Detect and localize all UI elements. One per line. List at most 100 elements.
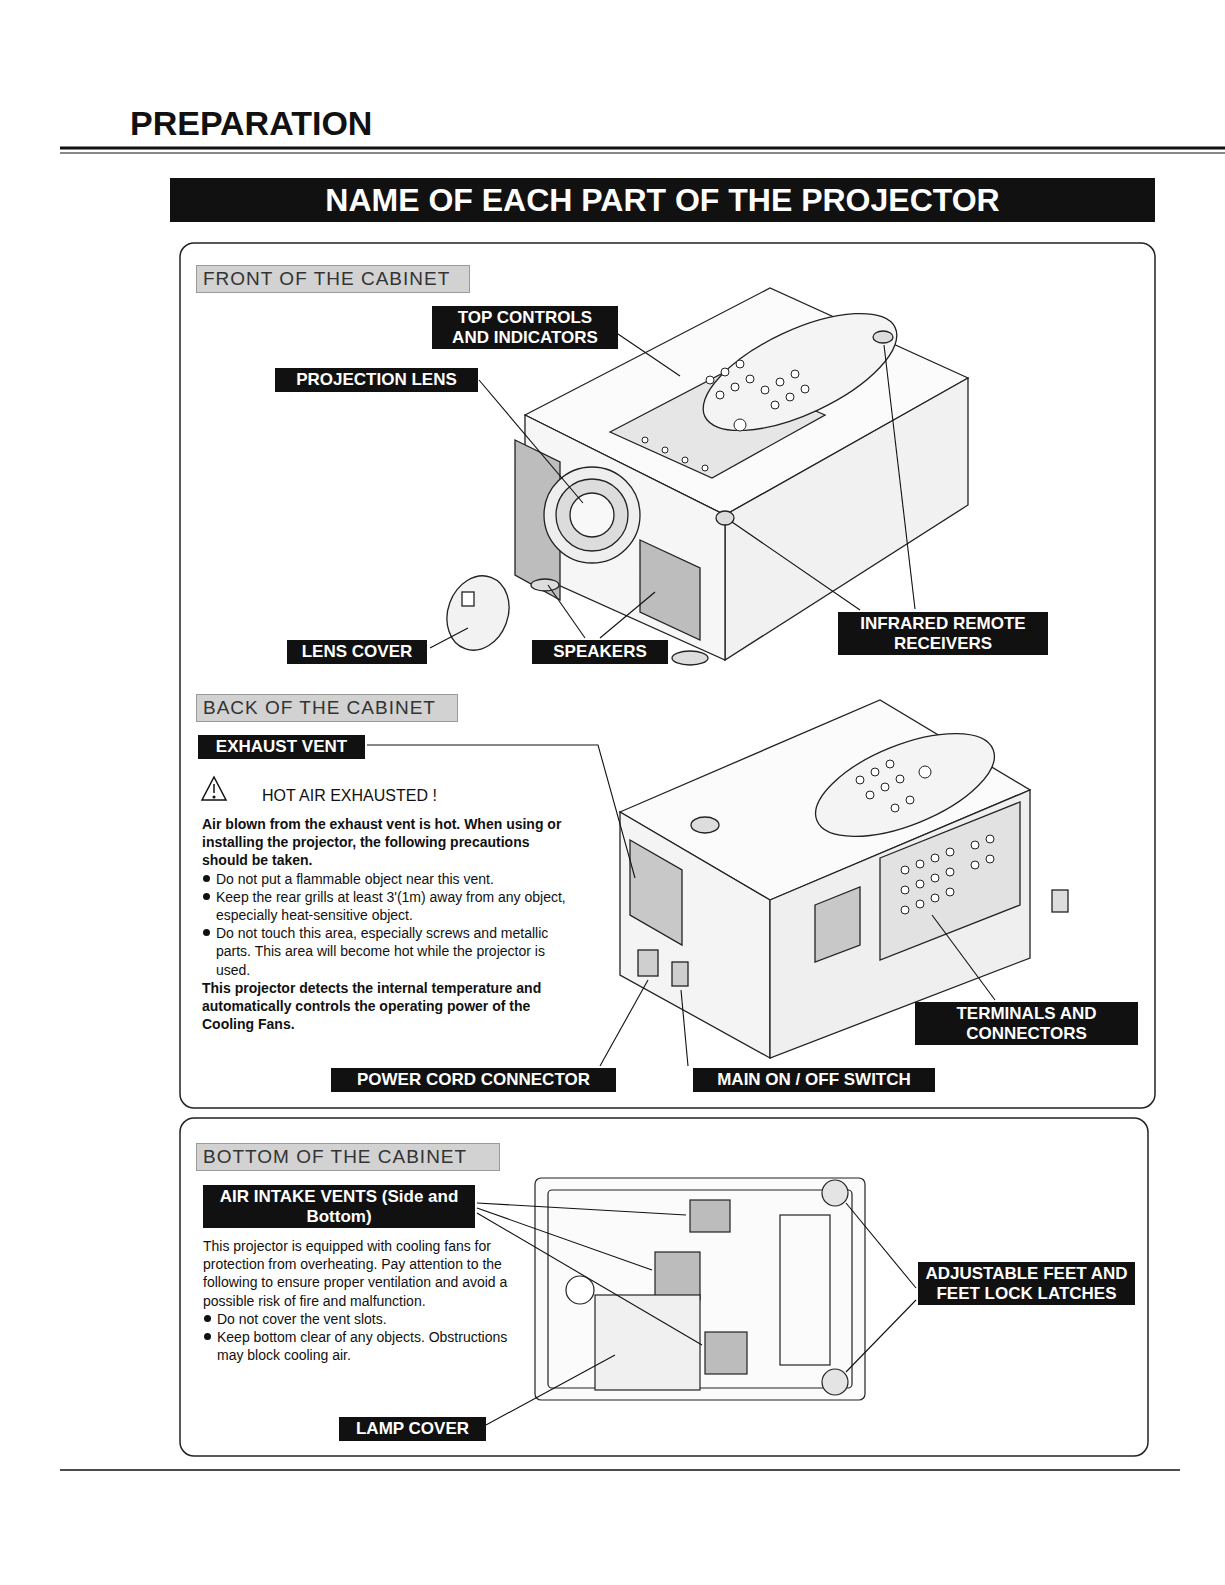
note-text: Do not put a flammable object near this … xyxy=(216,870,494,888)
bottom-projector xyxy=(780,1215,830,1365)
back-projector xyxy=(691,817,719,833)
page-rule xyxy=(60,148,1225,1470)
front-projector xyxy=(682,457,688,463)
note-text: Do not touch this area, especially screw… xyxy=(216,924,576,979)
front-projector xyxy=(702,465,708,471)
front-projector xyxy=(642,437,648,443)
part-label: ADJUSTABLE FEET AND FEET LOCK LATCHES xyxy=(918,1262,1135,1305)
warning-heading: HOT AIR EXHAUSTED ! xyxy=(262,787,437,805)
page-rule xyxy=(60,1469,1180,1471)
part-label: AIR INTAKE VENTS (Side and Bottom) xyxy=(203,1185,475,1228)
note-text: Keep bottom clear of any objects. Obstru… xyxy=(217,1328,517,1364)
back-projector xyxy=(630,840,682,945)
label-text: TERMINALS AND CONNECTORS xyxy=(921,1004,1132,1043)
label-text: POWER CORD CONNECTOR xyxy=(337,1070,610,1090)
front-projector xyxy=(570,493,614,537)
note-item: Air blown from the exhaust vent is hot. … xyxy=(202,815,576,870)
part-label: PROJECTION LENS xyxy=(275,368,478,392)
note-item: Keep the rear grills at least 3'(1m) awa… xyxy=(202,888,576,924)
back-projector xyxy=(946,888,954,896)
back-projector xyxy=(931,874,939,882)
front-projector xyxy=(771,401,779,409)
title-text: NAME OF EACH PART OF THE PROJECTOR xyxy=(325,182,999,218)
back-projector xyxy=(880,802,1020,960)
front-projector xyxy=(734,419,746,431)
section-header: FRONT OF THE CABINET xyxy=(196,265,470,293)
back-projector xyxy=(672,962,688,986)
label-text: MAIN ON / OFF SWITCH xyxy=(699,1070,929,1090)
bullet-dot xyxy=(204,1315,211,1322)
front-projector xyxy=(736,360,744,368)
back-projector xyxy=(866,791,874,799)
bottom-projector xyxy=(566,1276,594,1304)
bottom-projector xyxy=(705,1332,747,1374)
back-projector xyxy=(881,783,889,791)
back-projector xyxy=(815,887,860,962)
note-text: Do not cover the vent slots. xyxy=(217,1310,387,1328)
back-projector xyxy=(906,796,914,804)
bottom-projector xyxy=(535,1178,865,1400)
bottom-projector xyxy=(535,1178,865,1400)
front-projector xyxy=(761,386,769,394)
part-label: EXHAUST VENT xyxy=(198,735,365,759)
back-projector xyxy=(638,950,658,976)
bullet-dot xyxy=(203,875,210,882)
back-projector xyxy=(931,894,939,902)
front-projector xyxy=(642,360,809,471)
label-text: BACK OF THE CABINET xyxy=(203,697,451,719)
front-projector xyxy=(437,567,519,659)
bottom-projector xyxy=(655,1252,700,1300)
front-projector xyxy=(544,467,640,563)
front-projector xyxy=(873,331,893,343)
title-band: NAME OF EACH PART OF THE PROJECTOR xyxy=(170,178,1155,222)
note-item: Do not cover the vent slots. xyxy=(203,1310,517,1328)
part-label: POWER CORD CONNECTOR xyxy=(331,1068,616,1092)
leader-line xyxy=(486,1355,615,1425)
front-projector xyxy=(791,370,799,378)
front-projector xyxy=(687,290,913,455)
back-projector xyxy=(919,766,931,778)
section-header: BACK OF THE CABINET xyxy=(196,694,458,722)
back-projector xyxy=(620,812,770,1058)
leader-line xyxy=(618,334,680,376)
leader-line xyxy=(367,745,635,878)
back-projector xyxy=(931,854,939,862)
front-projector xyxy=(437,288,968,665)
warning-icon xyxy=(202,777,226,800)
back-projector xyxy=(986,835,994,843)
label-text: LAMP COVER xyxy=(345,1419,480,1439)
leader-line xyxy=(932,915,995,1000)
front-projector xyxy=(786,393,794,401)
front-projector xyxy=(640,540,700,640)
note-text: This projector is equipped with cooling … xyxy=(203,1237,517,1310)
leader-line xyxy=(477,1213,702,1345)
bottom-projector xyxy=(822,1369,848,1395)
note-block: Air blown from the exhaust vent is hot. … xyxy=(202,815,576,1033)
leader-line xyxy=(477,1203,916,1425)
label-text: LENS COVER xyxy=(293,642,421,662)
front-projector xyxy=(672,651,708,665)
back-projector xyxy=(1052,890,1068,912)
front-projector xyxy=(721,368,729,376)
note-item: Do not put a flammable object near this … xyxy=(202,870,576,888)
label-text: AIR INTAKE VENTS (Side and Bottom) xyxy=(209,1187,469,1226)
bullet-dot xyxy=(204,1333,211,1340)
back-projector xyxy=(916,860,924,868)
panel-frame xyxy=(180,243,1155,1456)
warning-icon xyxy=(213,784,215,793)
front-projector xyxy=(462,592,474,606)
front-projector xyxy=(731,383,739,391)
label-text: PROJECTION LENS xyxy=(281,370,472,390)
panel-frame xyxy=(180,1118,1148,1456)
leader-line xyxy=(846,1300,916,1372)
back-projector xyxy=(901,906,909,914)
leader-line xyxy=(846,1203,916,1288)
note-item: This projector is equipped with cooling … xyxy=(203,1237,517,1310)
back-projector xyxy=(971,841,979,849)
note-text: Air blown from the exhaust vent is hot. … xyxy=(202,815,576,870)
leader-line xyxy=(479,380,583,503)
back-projector xyxy=(901,835,994,914)
leader-line xyxy=(600,980,648,1066)
bottom-projector xyxy=(595,1295,700,1390)
back-projector xyxy=(891,804,899,812)
